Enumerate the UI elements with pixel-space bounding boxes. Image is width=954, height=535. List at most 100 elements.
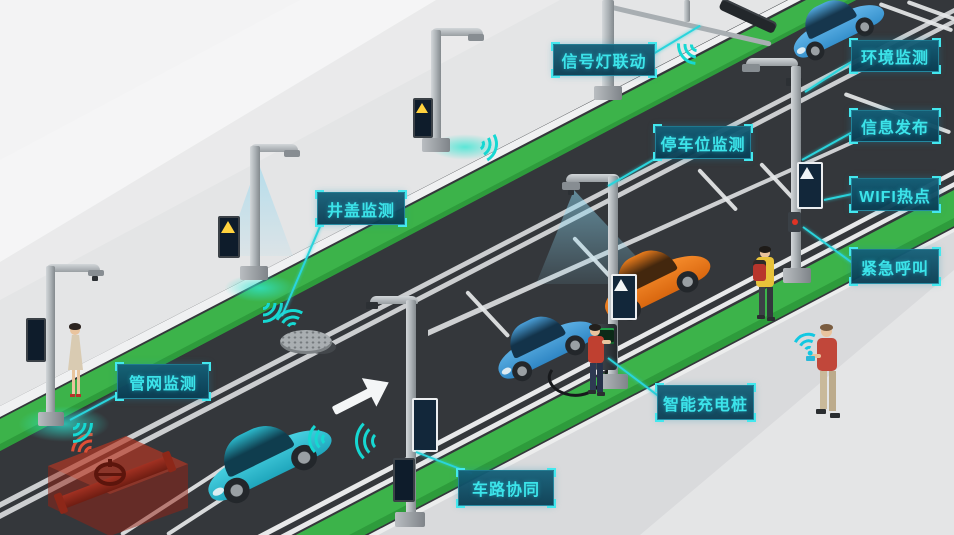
lamp-arm: [46, 264, 100, 272]
emergency-call-button: [788, 212, 801, 232]
parking-monitor-lamp: [562, 182, 580, 190]
callout-text: WIFI热点: [859, 188, 931, 206]
person-hair: [69, 323, 81, 330]
callout-pipeline-monitoring: 管网监测: [115, 362, 211, 401]
pole-base: [240, 266, 268, 280]
person-hair: [820, 324, 833, 331]
person-shirt: [588, 336, 604, 363]
person-dress: [68, 335, 83, 370]
callout-text: 智能充电桩: [662, 396, 748, 414]
person-leg: [759, 287, 765, 315]
v2x-waves-icon: [352, 412, 410, 470]
callout-text: 环境监测: [860, 50, 929, 67]
pipe-valve-wheel: [94, 459, 126, 486]
callout-signal-linkage: 信号灯联动: [551, 42, 657, 78]
connector-wifi: [823, 192, 853, 201]
smart-lamp-pole-left: [46, 266, 55, 418]
connector-parking: [607, 157, 657, 187]
camera-icon: [92, 276, 98, 281]
person-shoe: [597, 392, 605, 396]
lamp-head: [468, 34, 484, 41]
callout-text: 信号灯联动: [561, 54, 647, 71]
callout-text: 管网监测: [128, 375, 197, 393]
pole-base: [38, 412, 64, 426]
manhole-cover: [280, 328, 338, 360]
pole-base: [422, 138, 450, 152]
lamp-head: [284, 150, 300, 157]
callout-parking-monitoring: 停车位监测: [653, 124, 753, 161]
pole-base: [783, 268, 811, 283]
callout-info-publishing: 信息发布: [849, 108, 941, 144]
man-using-phone-wifi: [806, 322, 850, 426]
lamp-head: [742, 64, 760, 72]
callout-manhole-monitoring: 井盖监测: [315, 190, 407, 227]
person-leg: [72, 370, 75, 394]
person-shoe: [767, 317, 775, 321]
roadside-unit-pole: [406, 300, 416, 516]
woman-standing-sidewalk: [64, 323, 88, 404]
person-leg: [820, 371, 827, 409]
person-shoe: [76, 394, 81, 397]
rsu-arm: [370, 296, 418, 304]
pole-base-glow: [18, 406, 110, 442]
rsu-screen: [393, 458, 415, 502]
callout-environment-monitoring: 环境监测: [849, 38, 941, 74]
person-shoe: [588, 390, 596, 394]
person-shoe: [70, 394, 75, 397]
pole-base: [598, 374, 628, 389]
man-with-backpack-walking: [750, 246, 782, 338]
warning-triangle-icon: [221, 221, 235, 233]
person-shoe: [816, 409, 826, 414]
person-arm: [602, 340, 611, 344]
person-shoe: [830, 413, 840, 418]
rsu-camera-icon: [366, 302, 378, 309]
person-leg: [590, 363, 596, 390]
lamp-arm: [431, 28, 483, 36]
person-shirt: [817, 338, 837, 371]
lamp-arm: [746, 58, 798, 66]
callout-text: 紧急呼叫: [860, 260, 929, 278]
multi-function-pole: [791, 66, 801, 276]
person-hair: [589, 324, 601, 331]
v2x-waves-icon: [303, 414, 353, 464]
person-head: [760, 248, 770, 258]
warning-triangle-icon: [416, 103, 428, 113]
callout-text: 停车位监测: [660, 136, 746, 154]
person-leg: [77, 370, 80, 394]
smartphone-icon: [806, 356, 815, 361]
person-head: [821, 326, 832, 337]
callout-emergency-call: 紧急呼叫: [849, 247, 941, 286]
pole-base: [395, 512, 425, 527]
crossing-triangle-icon: [800, 167, 814, 179]
lamp-arm: [566, 174, 620, 182]
rsu-display: [412, 398, 438, 452]
smart-lamp-pole-upper: [431, 30, 441, 142]
person-hair: [759, 246, 771, 253]
callout-smart-charging-pile: 智能充电桩: [655, 383, 756, 422]
lamp-head: [88, 270, 104, 276]
callout-vehicle-road-coordination: 车路协同: [456, 468, 556, 508]
lamp-arm: [250, 144, 298, 152]
camera-icon: [568, 190, 574, 195]
person-head: [70, 325, 80, 335]
underground-pipe: [48, 436, 190, 535]
person-head: [590, 326, 600, 336]
callout-text: 车路协同: [471, 482, 540, 499]
person-leg: [767, 287, 773, 317]
smart-lamp-pole-manhole: [250, 146, 260, 276]
signal-gantry-strut: [684, 0, 690, 22]
crossing-triangle-icon: [614, 279, 628, 291]
callout-text: 井盖监测: [326, 202, 395, 220]
arrow-head: [361, 368, 396, 407]
arrow-shaft: [331, 387, 374, 415]
callout-text: 信息发布: [860, 120, 929, 137]
callout-wifi-hotspot: WIFI热点: [849, 176, 941, 213]
pole-base: [594, 86, 622, 100]
crosswalk-line: [906, 0, 954, 23]
pole-warning-sign: [413, 98, 433, 138]
info-display-sign: [797, 162, 823, 209]
backpack: [753, 260, 766, 281]
person-leg: [829, 371, 836, 411]
manhole-lid: [280, 330, 332, 354]
person-arm: [811, 354, 821, 358]
